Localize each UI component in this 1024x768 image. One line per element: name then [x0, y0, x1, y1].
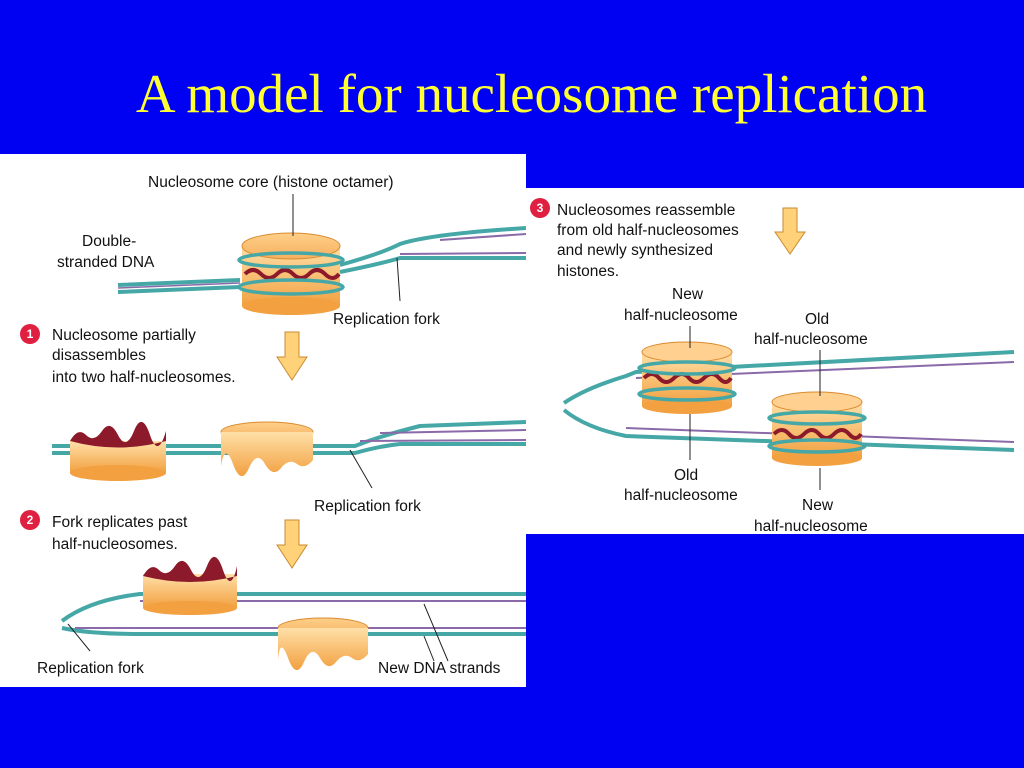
nucleosome-reassembled-upper: [637, 341, 737, 414]
label-double-stranded-2: stranded DNA: [57, 254, 155, 271]
step-2-badge: 2: [20, 510, 40, 530]
diagram-panel-step-3: 3 Nucleosomes reassemble from old half-n…: [526, 188, 1024, 534]
svg-text:1: 1: [27, 327, 34, 341]
label-replication-fork-top: Replication fork: [333, 311, 440, 328]
down-arrow-icon: [276, 331, 308, 381]
label-old-half-top-1: Old: [805, 311, 829, 328]
step-1-badge: 1: [20, 324, 40, 344]
label-new-half-top-2: half-nucleosome: [624, 307, 738, 324]
step-3-line-2: from old half-nucleosomes: [557, 222, 739, 239]
dna-duplex-middle: [52, 420, 526, 455]
down-arrow-icon: [276, 519, 308, 569]
label-new-half-top-1: New: [672, 286, 704, 303]
step-3-badge: 3: [530, 198, 550, 218]
svg-text:2: 2: [27, 513, 34, 527]
nucleosome-reassembled-lower: [767, 391, 867, 466]
step-3-line-1: Nucleosomes reassemble: [557, 202, 735, 219]
step-2-line-1: Fork replicates past: [52, 514, 188, 531]
label-old-half-bottom-1: Old: [674, 467, 698, 484]
half-nucleosome-lower-strand: [277, 617, 369, 671]
label-new-half-bottom-1: New: [802, 497, 834, 514]
label-double-stranded-1: Double-: [82, 233, 136, 250]
label-replication-fork-middle: Replication fork: [314, 498, 421, 515]
down-arrow-icon: [774, 207, 806, 255]
slide-title: A model for nucleosome replication: [135, 63, 928, 124]
nucleosome-core-octamer: [237, 232, 345, 315]
half-nucleosome-right: [220, 421, 314, 477]
step-2-line-2: half-nucleosomes.: [52, 536, 178, 553]
step-3-line-3: and newly synthesized: [557, 242, 713, 259]
svg-text:3: 3: [537, 201, 544, 215]
dna-duplex-top: [117, 226, 526, 294]
step-1-line-3: into two half-nucleosomes.: [52, 369, 236, 386]
label-new-dna-strands: New DNA strands: [378, 660, 501, 677]
step-3-line-4: histones.: [557, 263, 619, 280]
label-nucleosome-core: Nucleosome core (histone octamer): [148, 174, 394, 191]
label-old-half-bottom-2: half-nucleosome: [624, 487, 738, 504]
step-1-line-2: disassembles: [52, 347, 146, 364]
step-1-line-1: Nucleosome partially: [52, 327, 196, 344]
diagram-panel-steps-1-2: Nucleosome core (histone octamer) Double…: [0, 154, 526, 687]
half-nucleosome-upper-strand: [143, 556, 237, 615]
half-nucleosome-left: [70, 421, 166, 481]
label-replication-fork-bottom: Replication fork: [37, 660, 144, 677]
label-old-half-top-2: half-nucleosome: [754, 331, 868, 348]
label-new-half-bottom-2: half-nucleosome: [754, 518, 868, 534]
